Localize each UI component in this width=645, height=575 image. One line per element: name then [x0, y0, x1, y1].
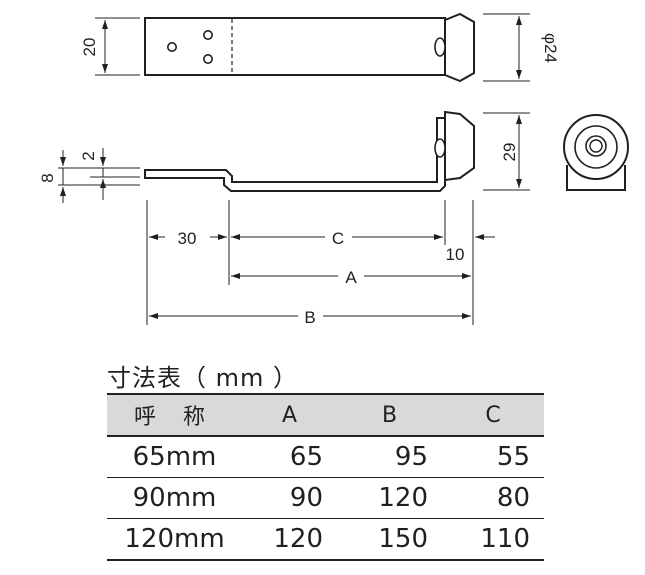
- header-a: A: [242, 393, 337, 437]
- header-name: 呼 称: [107, 393, 242, 437]
- table-header-row: 呼 称 A B C: [107, 393, 544, 437]
- cell-c: 110: [442, 518, 544, 561]
- table-title: 寸法表（ mm ）: [107, 364, 299, 392]
- dim-8-label: 8: [38, 173, 57, 182]
- cell-b: 120: [337, 477, 442, 519]
- dim-10-label: 10: [446, 245, 465, 264]
- dim-20-label: 20: [80, 38, 99, 57]
- cell-b: 150: [337, 518, 442, 561]
- cell-a: 90: [242, 477, 337, 519]
- dim-2-label: 2: [79, 151, 98, 160]
- top-view-knob: [434, 37, 446, 57]
- table-row: 90mm 90 120 80: [107, 477, 544, 519]
- dim-30-label: 30: [178, 229, 197, 248]
- top-view-plate: [144, 17, 446, 76]
- dim-A-label: A: [345, 268, 357, 287]
- screw-hole: [203, 53, 214, 64]
- side-view-knob: [434, 138, 446, 158]
- side-view-bracket: [144, 117, 446, 192]
- end-view-knob-center: [589, 139, 603, 153]
- dim-B-label: B: [304, 308, 315, 327]
- end-view-ring: [574, 125, 618, 169]
- table-row: 65mm 65 95 55: [107, 436, 544, 478]
- cell-name: 65mm: [107, 436, 242, 478]
- cell-name: 120mm: [107, 518, 242, 561]
- end-view: [563, 114, 629, 191]
- cell-a: 120: [242, 518, 337, 561]
- top-view-cap: [444, 12, 475, 83]
- size-table: 呼 称 A B C 65mm 65 95 55 90mm 90 120 80 1…: [107, 393, 544, 561]
- cell-name: 90mm: [107, 477, 242, 519]
- screw-hole: [203, 29, 214, 40]
- cell-a: 65: [242, 436, 337, 478]
- dim-C-label: C: [332, 229, 344, 248]
- top-view: [95, 12, 530, 83]
- end-view-cap: [563, 114, 629, 180]
- dim-29-label: 29: [500, 143, 519, 162]
- cell-c: 55: [442, 436, 544, 478]
- header-c: C: [442, 393, 544, 437]
- cell-c: 80: [442, 477, 544, 519]
- side-view: [58, 110, 530, 203]
- end-view-knob: [585, 135, 607, 157]
- dim-phi24-label: φ24: [541, 33, 560, 63]
- header-b: B: [337, 393, 442, 437]
- cell-b: 95: [337, 436, 442, 478]
- screw-hole: [167, 41, 178, 52]
- side-view-cap: [444, 110, 475, 182]
- table-row: 120mm 120 150 110: [107, 518, 544, 561]
